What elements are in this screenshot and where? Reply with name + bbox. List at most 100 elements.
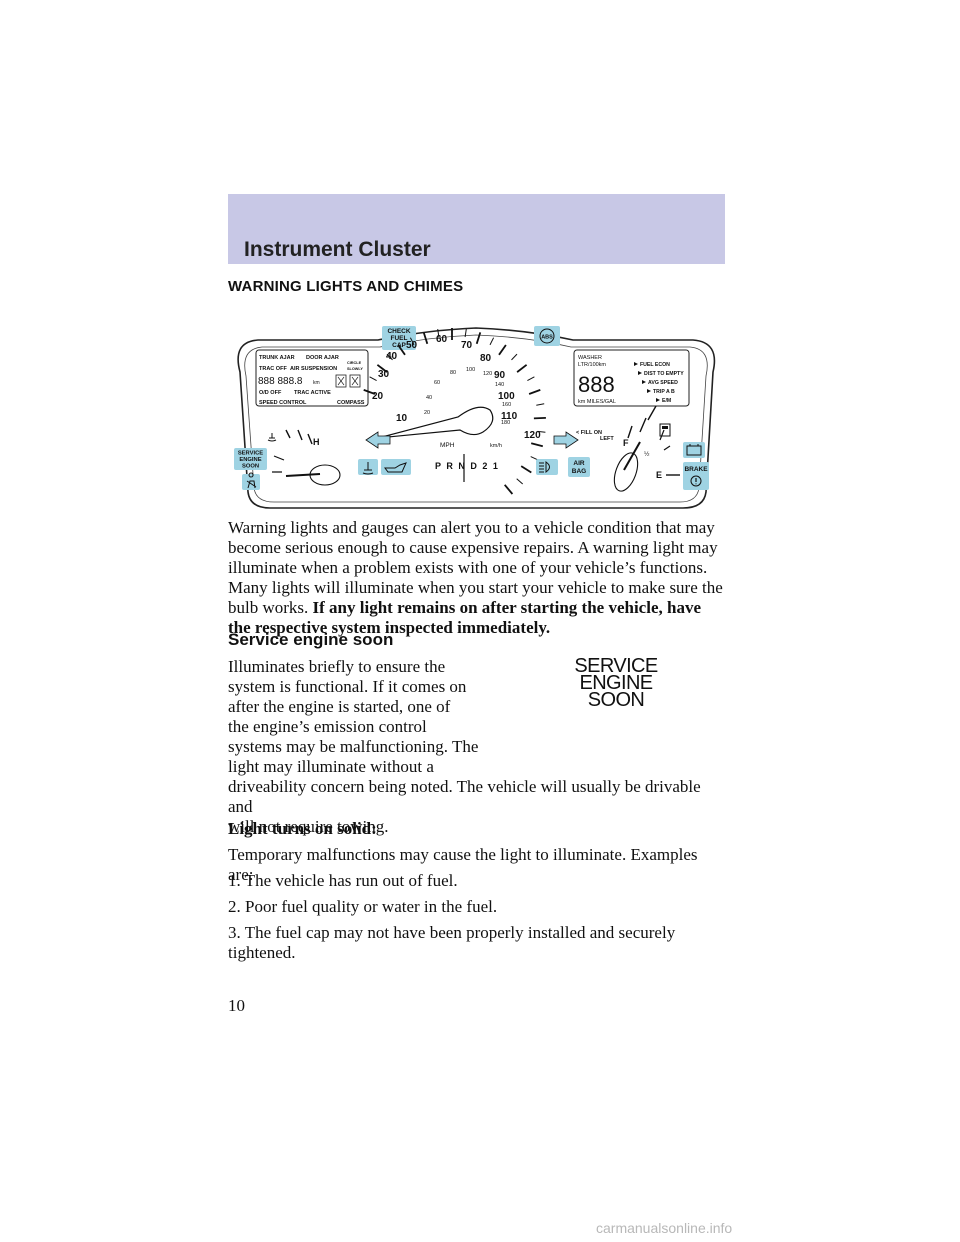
example-item-3: 3. The fuel cap may not have been proper… [228,923,676,962]
speedometer-tick [464,329,467,338]
speedometer-tick [536,403,545,406]
page-header-title: Instrument Cluster [244,238,431,261]
mph-label-80: 80 [480,353,492,364]
kmh-unit-label: km/h [490,443,502,449]
speedometer-tick [369,376,377,382]
check-fuel-cap-light [382,326,416,350]
speedometer-tick [516,478,524,485]
temp-h-label: H [313,437,320,447]
speedometer-tick [504,484,514,495]
fill-on-left-label: < FILL ON [576,430,602,436]
solid-light-intro: Temporary malfunctions may cause the lig… [228,845,698,884]
solid-light-heading: Light turns on solid: [228,819,377,838]
speedometer-tick [530,456,539,461]
svg-text:LEFT: LEFT [600,436,614,442]
menu-fuel-econ: FUEL ECON [640,362,670,368]
kmh-label-120: 120 [483,371,492,377]
mph-label-20: 20 [372,391,384,402]
example-item-1: 1. The vehicle has run out of fuel. [228,871,458,890]
fuel-half-label: ½ [644,450,650,458]
odometer-km: km [313,380,320,386]
ltr-label: LTR/100km [578,362,606,368]
kmh-label-80: 80 [450,370,456,376]
example-item-2: 2. Poor fuel quality or water in the fue… [228,897,498,916]
svg-text:ABS: ABS [541,335,553,341]
speedometer-tick [528,389,541,395]
speedometer-tick [437,329,440,338]
svg-text:BRAKE: BRAKE [684,466,708,473]
speedometer-tick [386,353,393,361]
speedometer-tick [530,442,544,448]
page-number: 10 [228,996,245,1015]
svg-text:FUEL: FUEL [391,335,408,342]
svg-text:AIR: AIR [573,460,585,467]
mph-label-60: 60 [436,334,448,345]
door-ajar-label: DOOR AJAR [306,355,339,361]
battery-light-icon [683,442,705,458]
right-turn-arrow-icon [553,431,579,449]
speedometer-tick [520,465,532,474]
fuel-e-label: E [656,470,662,480]
speedometer-tick [511,353,518,361]
trac-off-label: TRAC OFF [259,366,287,372]
watermark: carmanualsonline.info [596,1220,733,1236]
svg-text:SERVICE: SERVICE [238,451,263,457]
fuel-f-label: F [623,438,629,448]
menu-em: E/M [662,398,671,404]
speedometer: 40 50 60 70 80 90 100 110 120 30 20 10 2… [372,334,541,449]
menu-avg-speed: AVG SPEED [648,380,678,386]
right-message-display [573,349,690,407]
kmh-label-100: 100 [466,367,475,373]
circle-label: CIRCLE [347,361,362,365]
speedometer-tick [475,332,482,345]
speedometer-tick [363,389,376,395]
mph-label-110: 110 [501,411,518,422]
air-suspension-label: AIR SUSPENSION [290,366,337,372]
menu-trip-ab: TRIP A B [653,389,675,395]
svg-text:SOON: SOON [242,464,259,470]
speedometer-ticks [363,328,546,495]
speedometer-tick [422,332,429,345]
mph-label-10: 10 [396,413,408,424]
seatbelt-light-icon [242,474,260,490]
speedometer-needle [377,406,494,439]
fuel-gauge: < FILL ON LEFT F ½ E [576,405,680,492]
mph-label-40: 40 [386,351,398,362]
speed-control-label: SPEED CONTROL [259,400,307,406]
kmh-label-180: 180 [501,420,510,426]
svg-text:ENGINE: ENGINE [239,457,261,463]
mph-label-50: 50 [406,340,418,351]
svg-text:BAG: BAG [572,468,586,475]
service-engine-soon-icon: SERVICE ENGINE SOON [574,655,658,711]
kmh-label-60: 60 [434,380,440,386]
trunk-ajar-label: TRUNK AJAR [259,355,295,361]
od-off-label: O/D OFF [259,390,282,396]
left-turn-arrow-icon [365,431,391,449]
kmh-label-40: 40 [426,395,432,401]
air-bag-light: AIR BAG [568,457,590,477]
mph-label-30: 30 [378,369,390,380]
mph-label-100: 100 [498,391,515,402]
instrument-cluster-illustration: .t { font-family: "Liberation Sans", "De… [234,326,716,509]
speedometer-tick [376,364,388,373]
speedometer-tick [498,344,507,356]
trac-active-label: TRAC ACTIVE [294,390,331,396]
speedometer-tick [527,376,535,382]
fuel-pump-icon [659,423,671,437]
units-label: km MILES/GAL [578,399,616,405]
compass-label: COMPASS [337,400,365,406]
kmh-label-140: 140 [495,382,504,388]
brake-light: BRAKE [683,462,709,490]
kmh-label-20: 20 [424,410,430,416]
left-message-display [255,349,369,407]
prndl-indicator: P R N D 2 1 [435,461,499,471]
kmh-label-160: 160 [502,402,511,408]
speedometer-tick [397,344,406,356]
speedometer-tick [516,364,528,373]
trip-digits: 888 [578,372,615,397]
washer-label: WASHER [578,355,602,361]
speedometer-tick [489,337,495,346]
intro-paragraph: Warning lights and gauges can alert you … [228,518,723,637]
service-engine-paragraph: Illuminates briefly to ensure the system… [228,657,701,836]
header-band: Instrument Cluster [228,194,725,264]
